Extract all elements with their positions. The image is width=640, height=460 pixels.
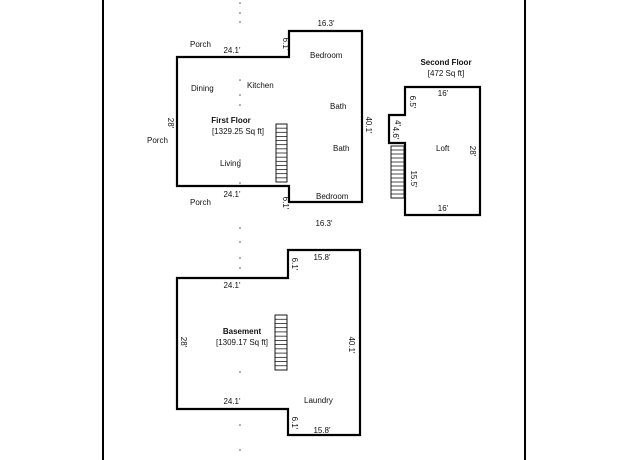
first-floor-plan: First Floor [1329.25 Sq ft] Dining Kitch… [147,2,373,243]
basement-area: [1309.17 Sq ft] [216,338,268,347]
dim-basement-top-right: 15.8' [313,253,331,262]
room-bath-1: Bath [330,102,346,111]
dim-basement-top-notch: 6.1' [290,258,299,271]
dim-second-notch-small: 4' [393,120,402,126]
room-bedroom-top: Bedroom [310,51,343,60]
room-living: Living [220,159,241,168]
room-kitchen: Kitchen [247,81,274,90]
first-floor-dividers [239,2,241,243]
first-floor-outline [175,29,364,204]
dim-first-right: 40.1' [364,116,373,134]
dim-basement-bottom-right: 15.8' [313,426,331,435]
second-floor-plan: Second Floor [472 Sq ft] Loft 16' 6.5' 4… [387,58,482,217]
dim-first-bottom-notch: 6.1' [281,197,290,210]
room-dining: Dining [191,84,214,93]
porch-top-label: Porch [190,40,211,49]
room-bath-2: Bath [333,144,349,153]
dim-second-notch-upper: 6.5' [408,96,417,109]
dim-second-top: 16' [438,89,449,98]
first-floor-title: First Floor [211,116,251,125]
dim-basement-bottom-left: 24.1' [223,397,241,406]
second-floor-outline [387,85,482,217]
dim-basement-top-left: 24.1' [223,281,241,290]
dim-basement-left: 28' [179,337,188,348]
basement-outline [175,248,362,437]
dim-first-top-notch: 6.1' [281,38,290,51]
dim-basement-right: 40.1' [347,336,356,354]
second-floor-area: [472 Sq ft] [428,69,464,78]
porch-bottom-label: Porch [190,198,211,207]
second-floor-title: Second Floor [420,58,471,67]
dim-second-notch-lower: 15.5' [409,170,418,188]
dim-first-bottom-left: 24.1' [223,190,241,199]
room-bedroom-bottom: Bedroom [316,192,349,201]
first-floor-stairs [275,123,288,183]
dim-first-top-right: 16.3' [317,19,335,28]
dim-second-right: 28' [468,146,477,157]
basement-title: Basement [223,327,262,336]
second-floor-stairs [390,145,405,199]
room-loft: Loft [436,144,450,153]
basement-plan: Basement [1309.17 Sq ft] Laundry 15.8' 6… [175,248,362,451]
dim-first-top-left: 24.1' [223,46,241,55]
dim-second-notch-mid: 4.6' [391,127,400,140]
basement-stairs [274,314,288,371]
dim-second-bottom: 16' [438,204,449,213]
dim-first-bottom-right: 16.3' [315,219,333,228]
dim-first-left: 28' [166,118,175,129]
dim-basement-bottom-notch: 6.1' [290,417,299,430]
room-laundry: Laundry [304,396,333,405]
basement-dividers [239,257,241,451]
porch-left-label: Porch [147,136,168,145]
first-floor-area: [1329.25 Sq ft] [212,127,264,136]
